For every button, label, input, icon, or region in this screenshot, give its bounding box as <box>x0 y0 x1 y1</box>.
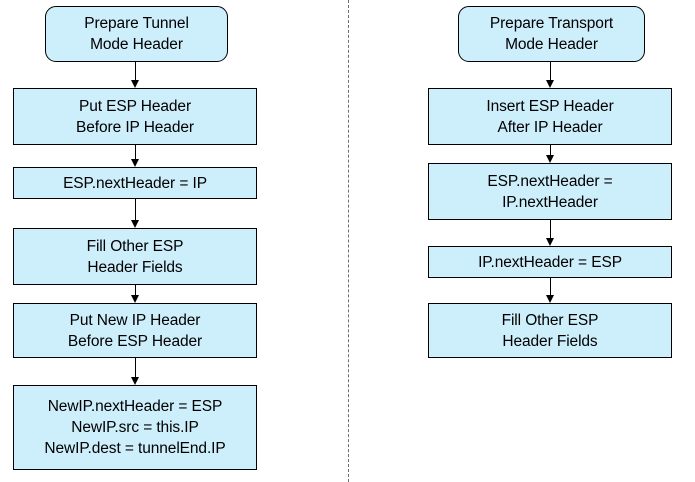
arrowhead-icon <box>546 155 554 163</box>
connector-line <box>549 278 551 296</box>
arrowhead-icon <box>546 238 554 246</box>
arrowhead-icon <box>131 295 139 303</box>
arrowhead-icon <box>131 159 139 167</box>
connector-line <box>134 285 136 296</box>
connector-line <box>134 62 136 81</box>
node-transport-step-2: ESP.nextHeader = IP.nextHeader <box>428 163 672 220</box>
arrowhead-icon <box>546 295 554 303</box>
node-transport-start: Prepare Transport Mode Header <box>458 6 645 62</box>
connector-line <box>549 145 551 156</box>
node-tunnel-start: Prepare Tunnel Mode Header <box>45 6 228 62</box>
node-transport-step-3: IP.nextHeader = ESP <box>428 246 672 278</box>
node-tunnel-step-3: Fill Other ESP Header Fields <box>13 228 257 285</box>
arrowhead-icon <box>131 220 139 228</box>
node-transport-step-1: Insert ESP Header After IP Header <box>428 88 672 145</box>
connector-line <box>134 145 136 160</box>
connector-line <box>134 358 136 378</box>
arrowhead-icon <box>131 80 139 88</box>
node-transport-step-4: Fill Other ESP Header Fields <box>428 303 672 358</box>
node-tunnel-step-4: Put New IP Header Before ESP Header <box>13 303 257 358</box>
connector-line <box>134 199 136 221</box>
arrowhead-icon <box>546 80 554 88</box>
node-tunnel-step-5: NewIP.nextHeader = ESP NewIP.src = this.… <box>13 385 257 470</box>
arrowhead-icon <box>131 377 139 385</box>
connector-line <box>549 220 551 239</box>
node-tunnel-step-2: ESP.nextHeader = IP <box>13 167 257 199</box>
vertical-dashed-separator <box>348 0 349 482</box>
connector-line <box>549 62 551 81</box>
node-tunnel-step-1: Put ESP Header Before IP Header <box>13 88 257 145</box>
